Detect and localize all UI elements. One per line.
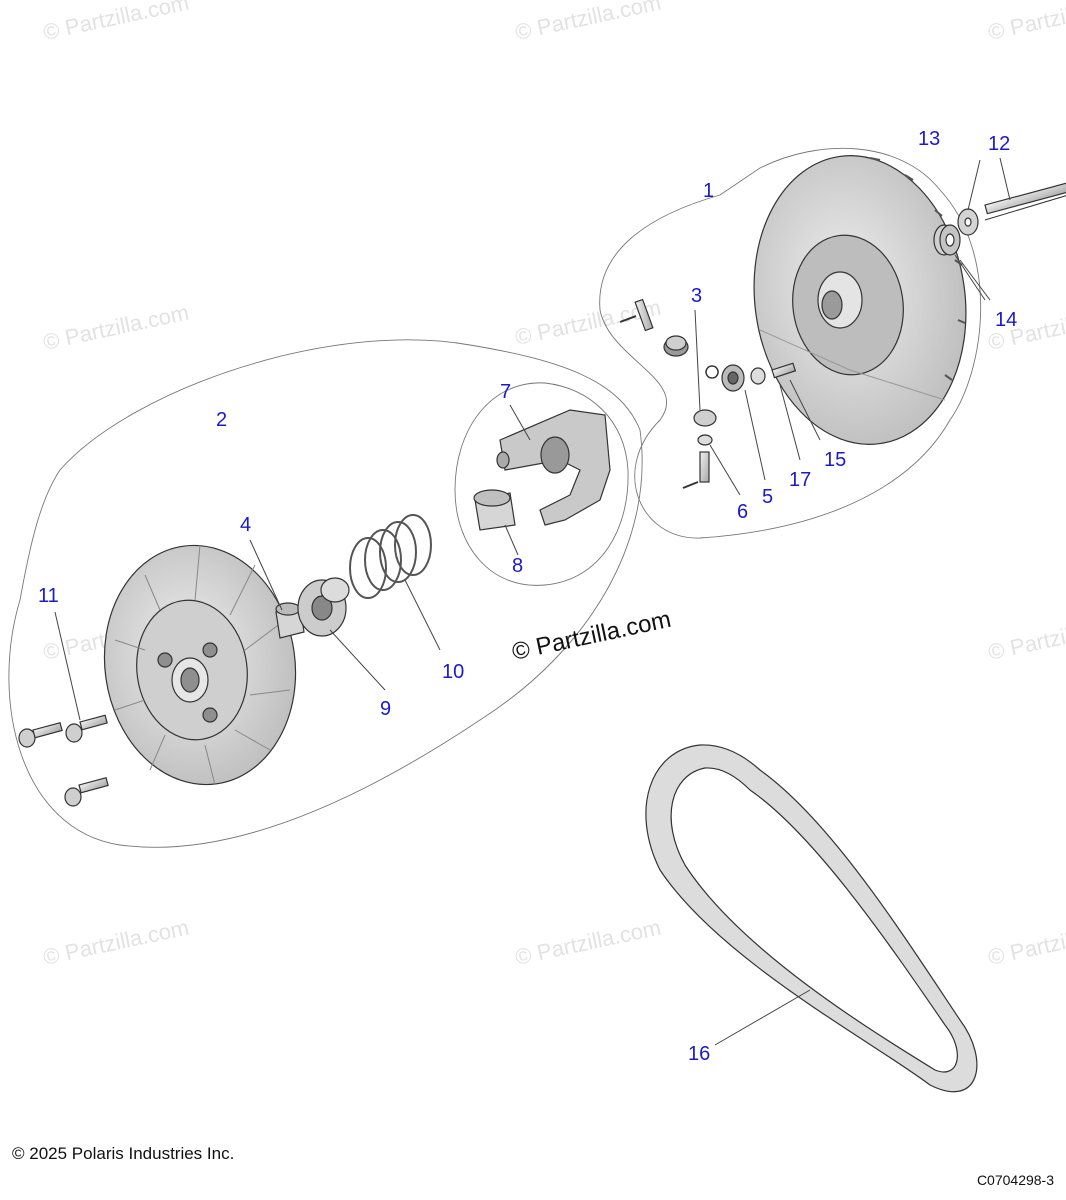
spring-10: [349, 514, 432, 599]
watermark-text: © Partzilla.com: [986, 610, 1066, 665]
bolt-12: [984, 179, 1066, 221]
callout-7: 7: [500, 381, 511, 403]
small-hardware: [619, 298, 797, 489]
callout-group: 1 2 3 4 5 6 7 8 9 10 11 12 13 14 15 16 1…: [38, 128, 1017, 1065]
watermark-text: © Partzilla.com: [513, 0, 663, 45]
assembly-outline-2: [8, 339, 643, 848]
callout-16: 16: [688, 1043, 710, 1065]
watermark-text: © Partzilla.com: [513, 915, 663, 970]
callout-11: 11: [38, 585, 59, 607]
drive-belt-16: [645, 744, 978, 1093]
assembly-outline-7-8: [454, 382, 629, 586]
bolts-11: [18, 714, 109, 807]
callout-5: 5: [762, 486, 773, 508]
callout-13: 13: [918, 128, 940, 150]
watermark-group: © Partzilla.com © Partzilla.com © Partzi…: [41, 0, 1066, 970]
spring-seat-9: [297, 577, 350, 637]
callout-12: 12: [988, 133, 1010, 155]
callout-9: 9: [380, 698, 391, 720]
watermark-text: © Partzilla.com: [41, 915, 191, 970]
bushing-4: [275, 602, 305, 639]
copyright-text: © 2025 Polaris Industries Inc.: [12, 1144, 235, 1163]
callout-1: 1: [703, 180, 714, 202]
drawing-id: C0704298-3: [976, 1172, 1054, 1188]
callout-4: 4: [240, 514, 251, 536]
callout-6: 6: [737, 501, 748, 523]
washer-13: [957, 208, 979, 236]
watermark-text: © Partzilla.com: [986, 0, 1066, 45]
bushing-8: [473, 489, 516, 531]
spring-washers-14: [933, 224, 961, 256]
callout-10: 10: [442, 661, 464, 683]
watermark-text: © Partzilla.com: [41, 300, 191, 355]
assembly-outline-1: [599, 147, 982, 539]
watermark-text: © Partzilla.com: [41, 0, 191, 45]
callout-2: 2: [216, 409, 227, 431]
watermark-text: © Partzilla.com: [986, 915, 1066, 970]
callout-3: 3: [691, 285, 702, 307]
callout-14: 14: [995, 309, 1017, 331]
callout-17: 17: [789, 469, 811, 491]
spider-7: [496, 409, 611, 526]
drive-sheave: [753, 155, 967, 445]
callout-8: 8: [512, 555, 523, 577]
driven-sheave-2: [103, 544, 297, 786]
leader-lines: [54, 157, 1011, 1046]
callout-15: 15: [824, 449, 846, 471]
